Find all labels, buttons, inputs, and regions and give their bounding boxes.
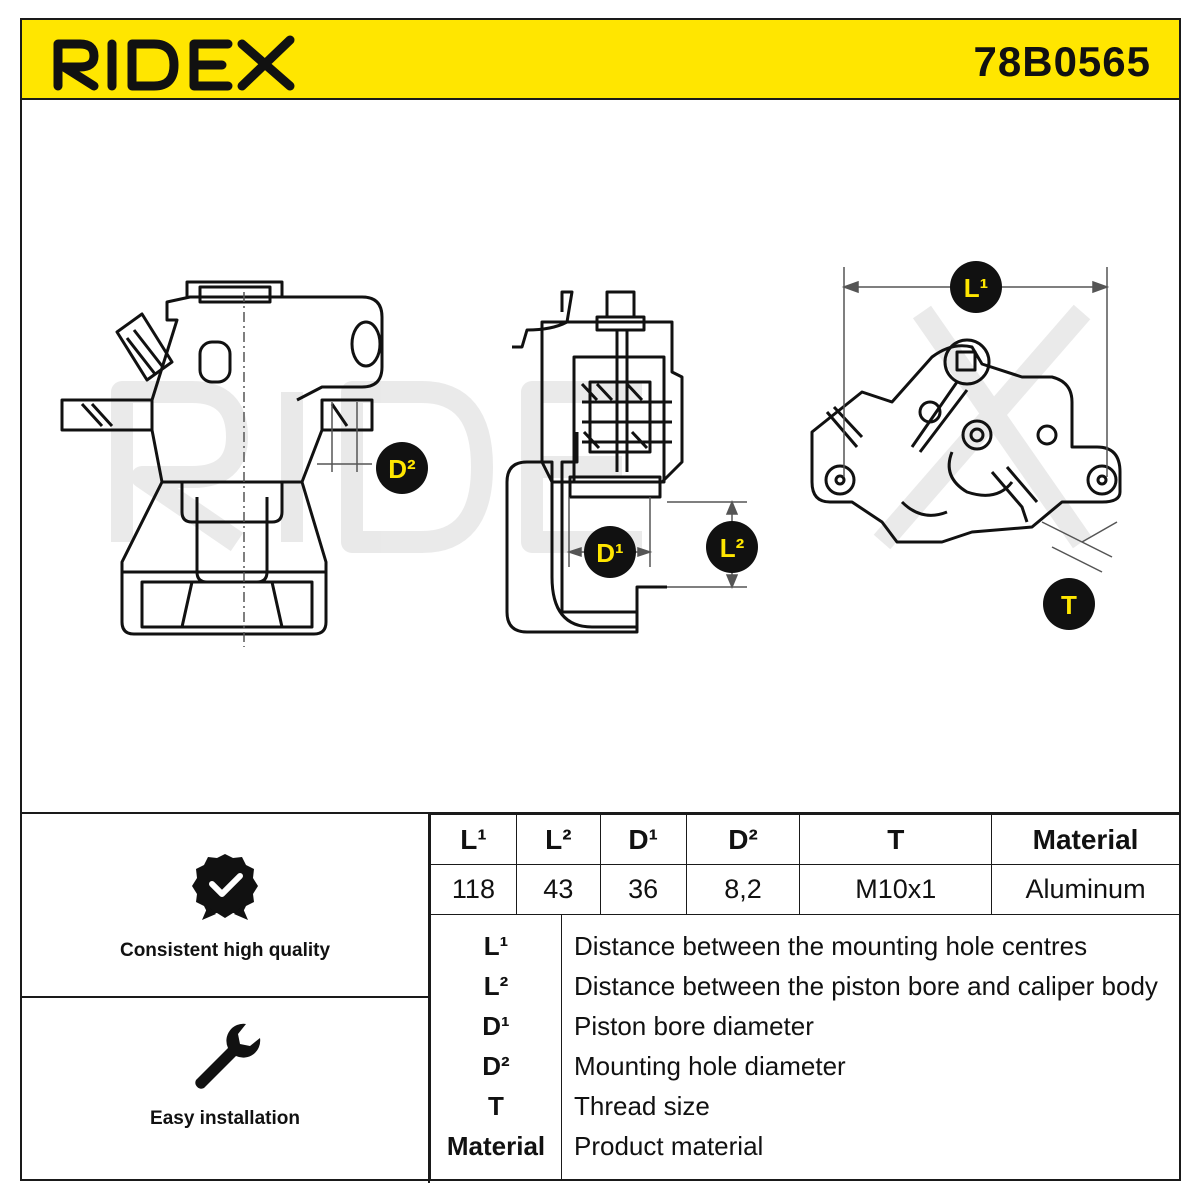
specs-value-d1: 36 [599, 864, 687, 915]
caliper-front-view [60, 280, 384, 636]
legend-desc: Mounting hole diameter [574, 1051, 846, 1081]
info-section: Consistent high quality Easy installatio… [20, 812, 1181, 1183]
feature-quality: Consistent high quality [20, 814, 430, 998]
svg-text:T: T [1061, 590, 1077, 620]
legend-key: D¹ [482, 1011, 510, 1041]
feature-quality-label: Consistent high quality [119, 940, 331, 961]
specs-value-l2: 43 [515, 864, 601, 915]
dimension-lines [243, 267, 1118, 647]
specs-value-t: M10x1 [799, 864, 993, 915]
legend-row: D² Mounting hole diameter [431, 1046, 1181, 1086]
feature-installation: Easy installation [20, 998, 430, 1183]
legend-key: Material [446, 1131, 546, 1161]
svg-text:D²: D² [388, 454, 416, 484]
caliper-section-view [505, 290, 684, 634]
legend-desc: Distance between the mounting hole centr… [574, 931, 1088, 961]
caliper-rear-view [810, 338, 1122, 544]
quality-badge-icon [192, 854, 258, 920]
legend-key: L¹ [483, 931, 509, 961]
legend-key: T [488, 1091, 504, 1121]
specs-value-d2: 8,2 [685, 864, 801, 915]
feature-installation-label: Easy installation [150, 1108, 300, 1129]
specs-value-l1: 118 [430, 864, 517, 915]
legend-row: T Thread size [431, 1086, 1181, 1126]
specs-header-d2: D² [685, 814, 801, 865]
specs-header-d1: D¹ [599, 814, 687, 865]
legend-row: Material Product material [431, 1126, 1181, 1166]
legend-key: D² [482, 1051, 510, 1081]
part-number: 78B0565 [973, 38, 1151, 85]
specs-header-l1: L¹ [430, 814, 517, 865]
legend-desc: Distance between the piston bore and cal… [574, 971, 1158, 1001]
svg-text:D¹: D¹ [596, 538, 623, 568]
badge-d2: D² [376, 442, 428, 494]
badge-l1: L¹ [950, 261, 1002, 313]
specs-table: L¹ L² D¹ D² T Material 118 43 36 8,2 M10… [430, 814, 1180, 915]
specs-header-l2: L² [515, 814, 601, 865]
badge-l2: L² [706, 521, 758, 573]
header-bar: 78B0565 [20, 18, 1181, 100]
legend-row: D¹ Piston bore diameter [431, 1006, 1181, 1046]
legend-divider [561, 914, 562, 1180]
legend-desc: Product material [574, 1131, 764, 1161]
specs-value-material: Aluminum [991, 864, 1180, 915]
specs-header-row: L¹ L² D¹ D² T Material [430, 814, 1180, 865]
badge-d1: D¹ [584, 526, 636, 578]
specs-header-t: T [799, 814, 993, 865]
legend-key: L² [483, 971, 509, 1001]
specs-header-material: Material [991, 814, 1180, 865]
badge-t: T [1043, 578, 1095, 630]
legend-row: L¹ Distance between the mounting hole ce… [431, 926, 1181, 966]
specs-value-row: 118 43 36 8,2 M10x1 Aluminum [430, 864, 1180, 915]
caliper-technical-drawing: L¹ D² D¹ L² T [60, 261, 1122, 647]
ridex-logo [53, 35, 295, 91]
legend-desc: Piston bore diameter [574, 1011, 814, 1041]
svg-text:L²: L² [720, 533, 745, 563]
legend: L¹ Distance between the mounting hole ce… [430, 914, 1180, 1180]
svg-text:L¹: L¹ [964, 273, 989, 303]
wrench-icon [195, 1023, 261, 1089]
legend-desc: Thread size [574, 1091, 710, 1121]
legend-row: L² Distance between the piston bore and … [431, 966, 1181, 1006]
